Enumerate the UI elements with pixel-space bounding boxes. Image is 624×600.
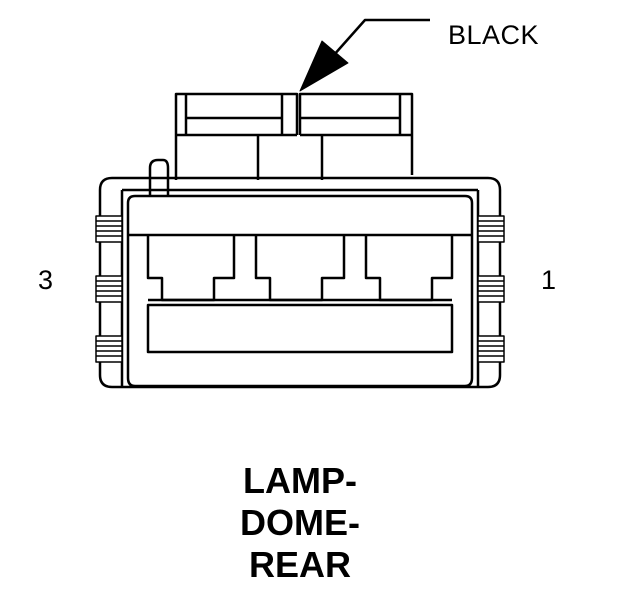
locking-nub [148, 158, 170, 195]
title-line-3: REAR [248, 544, 351, 585]
right-grip-ribs [477, 215, 505, 363]
left-rib-bottom [95, 335, 123, 363]
pin-number-right: 1 [541, 265, 557, 295]
title-line-1: LAMP- [243, 460, 357, 501]
housing-inner-frame [126, 194, 474, 388]
left-grip-ribs [95, 215, 123, 363]
left-rib-top [95, 215, 123, 243]
latch-left-outline [174, 92, 299, 180]
terminal-cavities [128, 233, 472, 354]
right-rib-middle [477, 275, 505, 303]
cavity-profile [146, 235, 454, 302]
latch-block [148, 92, 414, 195]
connector-title: LAMP- DOME- REAR [0, 460, 600, 586]
blade-slot [146, 303, 454, 354]
leader-arrowhead [299, 40, 349, 92]
right-rib-top [477, 215, 505, 243]
leader-line [332, 18, 430, 57]
left-rib-middle [95, 275, 123, 303]
color-leader [299, 18, 430, 92]
right-rib-bottom [477, 335, 505, 363]
pin-number-left: 3 [38, 265, 54, 295]
title-line-2: DOME- [240, 502, 360, 543]
connector-housing [98, 176, 502, 389]
housing-outer [98, 176, 502, 389]
wire-color-label: BLACK [448, 20, 540, 50]
